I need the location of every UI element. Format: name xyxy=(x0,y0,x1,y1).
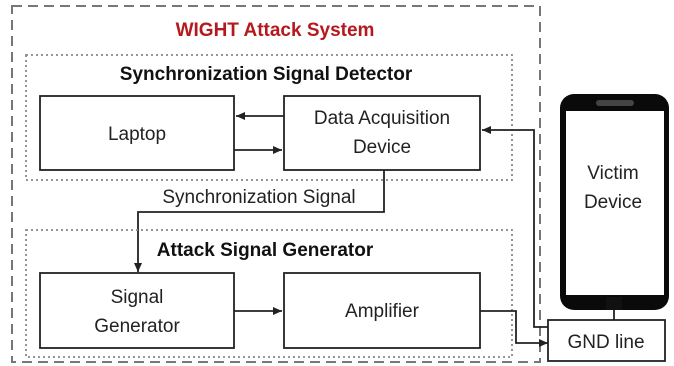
phone-screen xyxy=(566,111,664,295)
gnd-to-daq-connector xyxy=(482,126,548,328)
system-boundary xyxy=(11,5,541,363)
generator-title: Attack Signal Generator xyxy=(157,240,374,261)
signal-generator-line1: Signal xyxy=(111,287,164,308)
victim-label-line1: Victim xyxy=(587,163,638,184)
generator-region xyxy=(25,229,513,358)
sync-signal-connector xyxy=(134,170,385,272)
amplifier-box xyxy=(283,272,481,349)
gnd-line-label: GND line xyxy=(567,332,644,353)
victim-phone: Victim Device xyxy=(560,94,669,310)
daq-label-line2: Device xyxy=(353,137,411,158)
daq-box xyxy=(283,95,481,171)
phone-speaker xyxy=(596,100,634,106)
signal-generator-line2: Generator xyxy=(94,316,180,337)
amplifier-label: Amplifier xyxy=(345,301,420,322)
laptop-box xyxy=(39,95,235,171)
victim-label-line2: Device xyxy=(584,192,642,213)
amplifier-to-gnd-connector xyxy=(480,310,548,347)
laptop-label: Laptop xyxy=(108,124,166,145)
daq-label-line1: Data Acquisition xyxy=(314,108,450,129)
detector-title: Synchronization Signal Detector xyxy=(120,64,413,85)
gnd-line-box xyxy=(547,319,666,362)
system-title: WIGHT Attack System xyxy=(176,20,375,41)
phone-port xyxy=(606,297,622,310)
sync-signal-label: Synchronization Signal xyxy=(162,187,355,208)
